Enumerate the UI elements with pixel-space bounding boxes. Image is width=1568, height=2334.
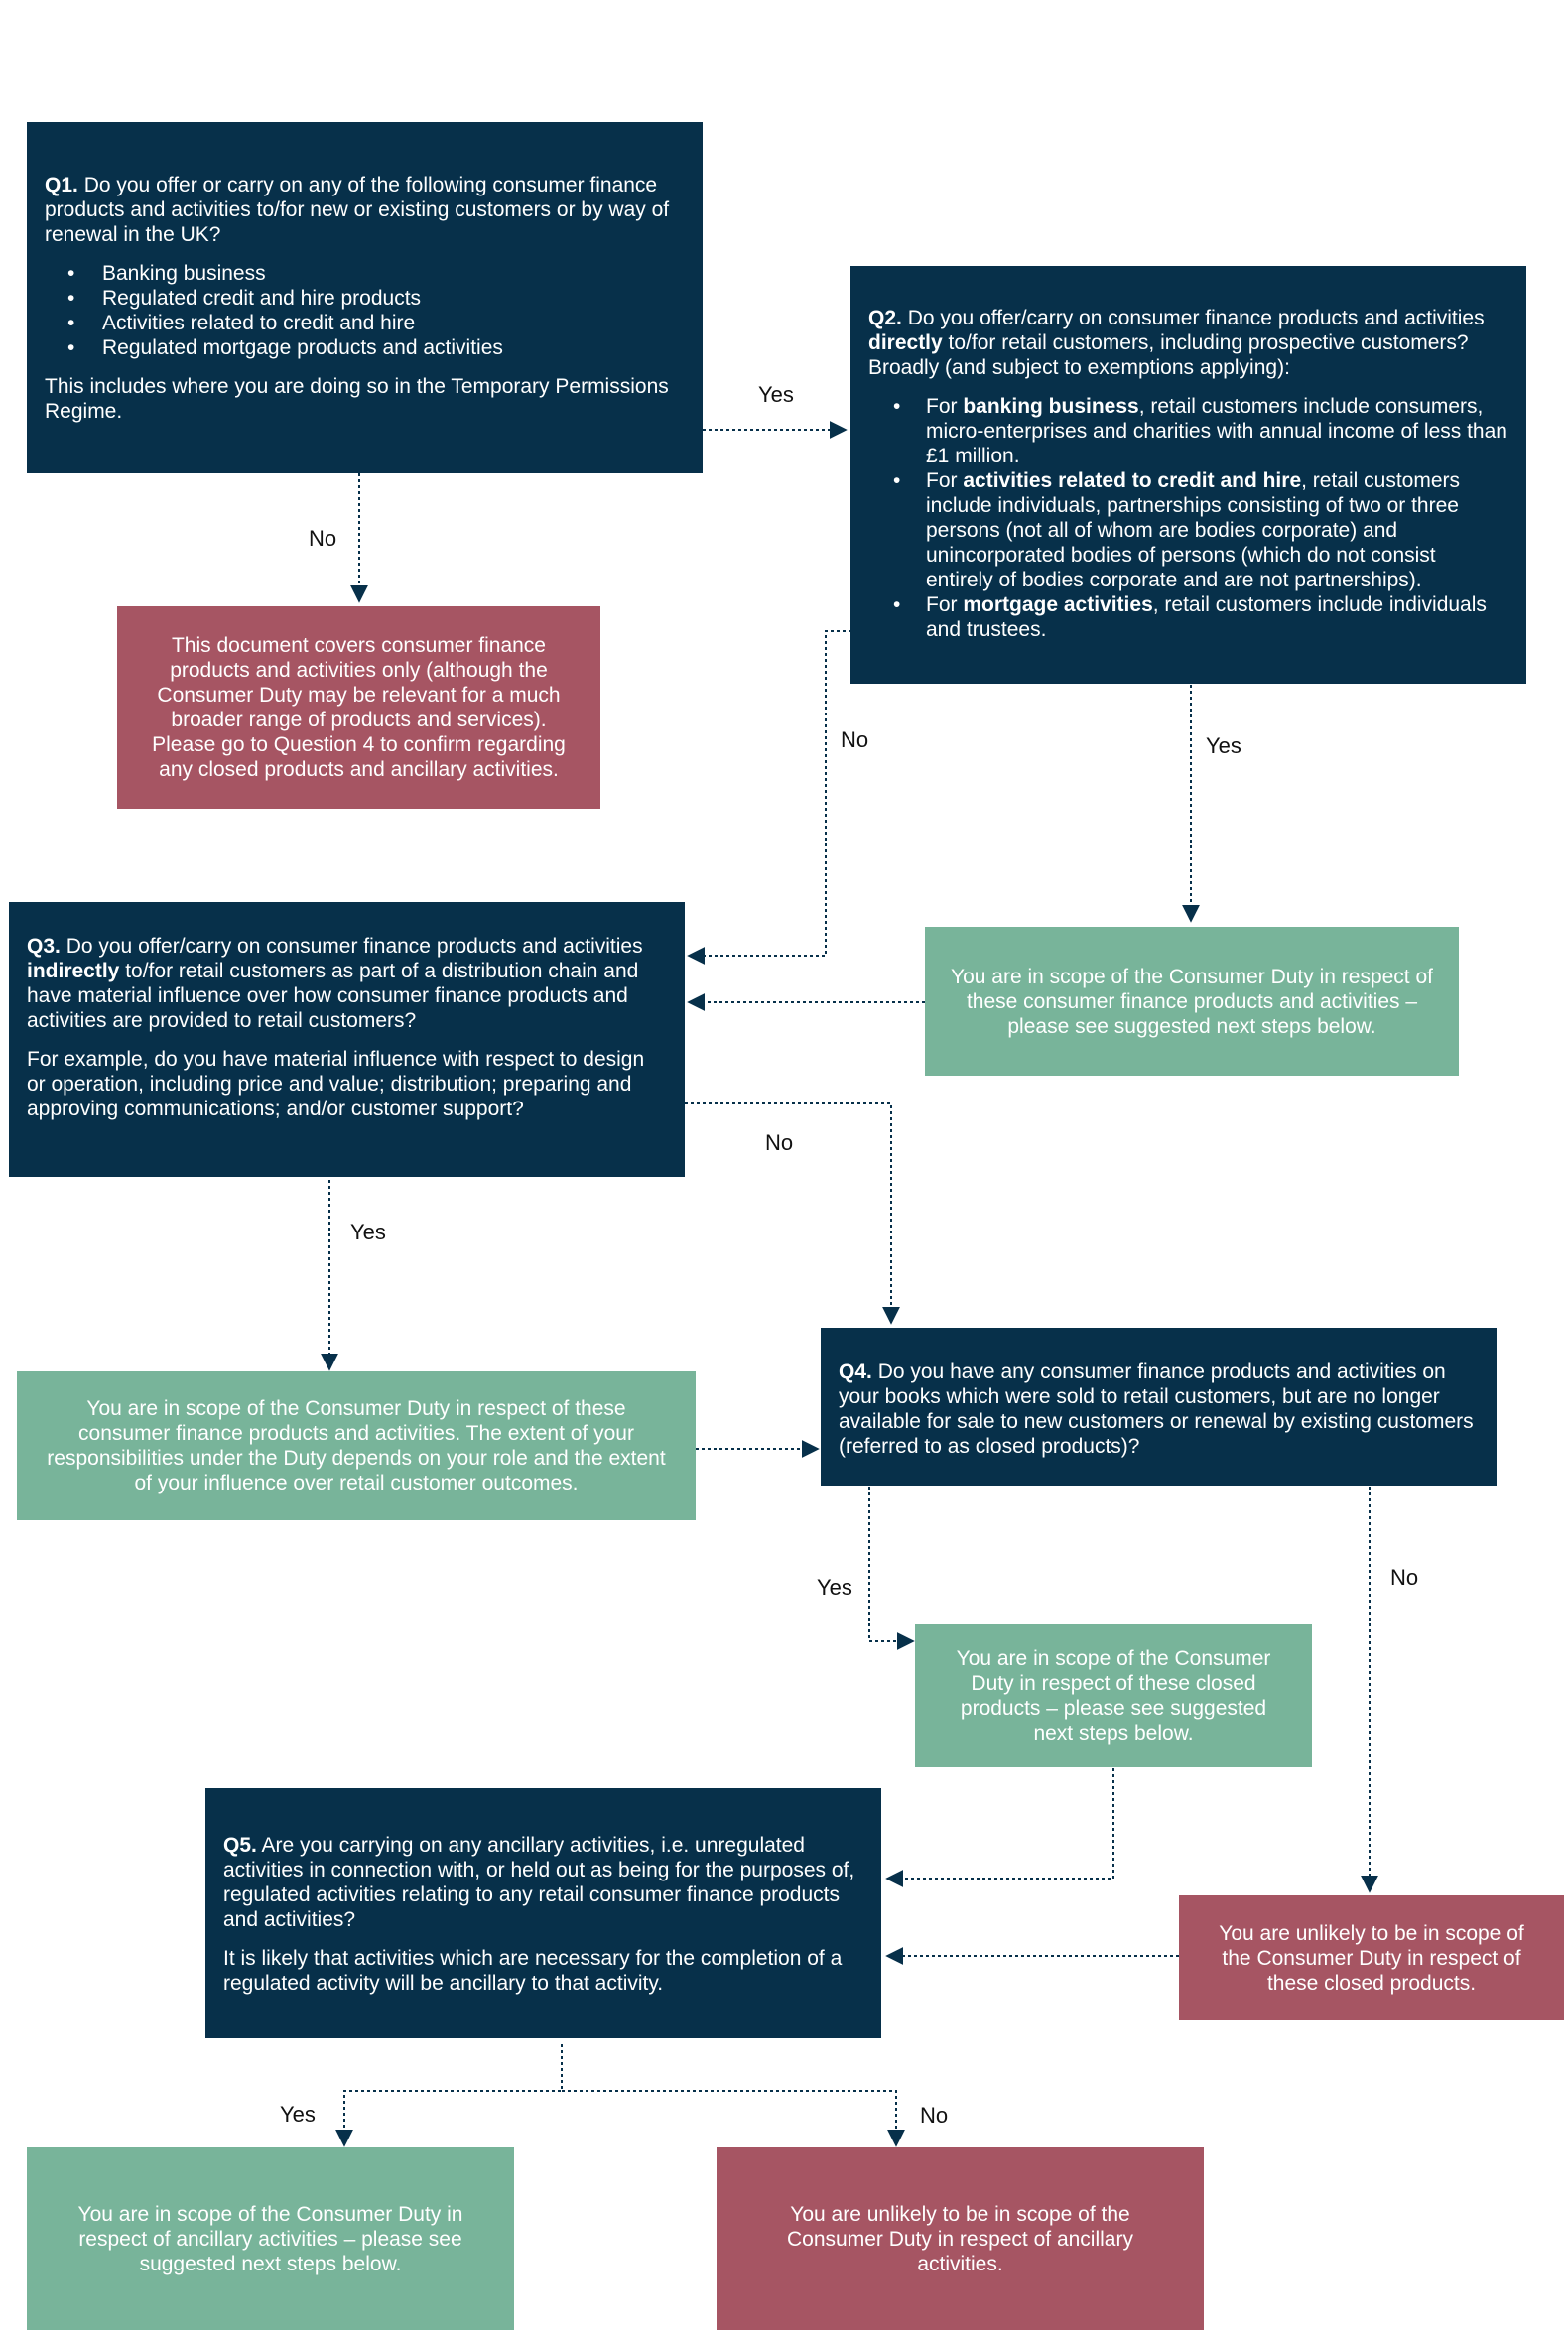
q4-number: Q4. <box>839 1361 872 1383</box>
q2-bullet-3-post: , retail customers include individuals a… <box>926 593 1487 641</box>
q4-no-result: You are unlikely to be in scope of the C… <box>1179 1895 1564 2020</box>
label-q2-yes: Yes <box>1206 733 1241 758</box>
q1-bullet-4: Regulated mortgage products and activiti… <box>67 335 685 360</box>
q4-yes-result: You are in scope of the Consumer Duty in… <box>915 1624 1312 1767</box>
q3-number: Q3. <box>27 935 61 958</box>
q2-yes-result: You are in scope of the Consumer Duty in… <box>925 927 1459 1076</box>
q1-note: This includes where you are doing so in … <box>45 375 669 423</box>
q2-text-b: to/for retail customers, including prosp… <box>868 331 1469 379</box>
q2-bullet-2-bold: activities related to credit and hire <box>963 469 1302 492</box>
q2-bullet-2-pre: For <box>926 469 964 492</box>
q2-bullet-2-post: , retail customers include individuals, … <box>926 469 1461 591</box>
q2-bullet-1-post: , retail customers include consumers, mi… <box>926 395 1507 467</box>
q1-no-result-text: This document covers consumer finance pr… <box>152 634 566 781</box>
q3-note: For example, do you have material influe… <box>27 1048 645 1120</box>
q3-yes-result: You are in scope of the Consumer Duty in… <box>17 1371 696 1520</box>
q2-bullet-1-bold: banking business <box>963 395 1139 418</box>
q2-bullet-3: For mortgage activities, retail customer… <box>893 592 1508 642</box>
q5-no-result-text: You are unlikely to be in scope of the C… <box>787 2202 1133 2275</box>
q1-bullet-3: Activities related to credit and hire <box>67 311 685 335</box>
label-q4-no: No <box>1390 1565 1419 1590</box>
question-q2: Q2. Do you offer/carry on consumer finan… <box>850 266 1526 684</box>
arrow-q5-no <box>562 2090 905 2147</box>
arrow-q4-yes <box>868 1487 915 1650</box>
q1-no-result: This document covers consumer finance pr… <box>117 606 600 809</box>
q3-text-bold: indirectly <box>27 960 120 982</box>
label-q5-yes: Yes <box>280 2102 316 2127</box>
q2-bullet-2: For activities related to credit and hir… <box>893 468 1508 592</box>
q3-yes-result-text: You are in scope of the Consumer Duty in… <box>47 1397 666 1494</box>
label-q4-yes: Yes <box>817 1575 852 1600</box>
q5-text: Are you carrying on any ancillary activi… <box>223 1834 855 1931</box>
label-q3-no: No <box>765 1130 794 1155</box>
q2-bullet-3-bold: mortgage activities <box>963 593 1153 616</box>
q2-bullet-1-pre: For <box>926 395 964 418</box>
label-q2-no: No <box>841 727 869 752</box>
q5-yes-result: You are in scope of the Consumer Duty in… <box>27 2147 514 2330</box>
q5-yes-result-text: You are in scope of the Consumer Duty in… <box>77 2202 463 2275</box>
label-q1-yes: Yes <box>758 382 794 407</box>
q2-text-a: Do you offer/carry on consumer finance p… <box>901 307 1485 329</box>
q5-note: It is likely that activities which are n… <box>223 1947 843 1995</box>
arrow-q4-yes-result-to-q5 <box>885 1768 1114 1887</box>
question-q4: Q4. Do you have any consumer finance pro… <box>821 1328 1497 1486</box>
q1-bullet-list: Banking business Regulated credit and hi… <box>45 261 685 360</box>
label-q1-no: No <box>309 526 337 551</box>
q1-text: Do you offer or carry on any of the foll… <box>45 174 670 246</box>
q5-number: Q5. <box>223 1834 257 1857</box>
label-q5-no: No <box>920 2103 949 2128</box>
q3-text-a: Do you offer/carry on consumer finance p… <box>60 935 643 958</box>
q2-bullet-1: For banking business, retail customers i… <box>893 394 1508 468</box>
q4-no-result-text: You are unlikely to be in scope of the C… <box>1219 1921 1524 1995</box>
q2-text-bold: directly <box>868 331 943 354</box>
q4-yes-result-text: You are in scope of the Consumer Duty in… <box>956 1647 1271 1745</box>
q3-text-b: to/for retail customers as part of a dis… <box>27 960 639 1032</box>
question-q3: Q3. Do you offer/carry on consumer finan… <box>9 902 685 1177</box>
arrow-q3-no <box>685 1102 900 1325</box>
q1-bullet-1: Banking business <box>67 261 685 286</box>
arrow-q2-no <box>687 630 851 965</box>
q2-yes-result-text: You are in scope of the Consumer Duty in… <box>951 965 1433 1038</box>
q1-number: Q1. <box>45 174 78 196</box>
question-q1: Q1. Do you offer or carry on any of the … <box>27 122 703 473</box>
q2-bullet-3-pre: For <box>926 593 964 616</box>
q1-bullet-2: Regulated credit and hire products <box>67 286 685 311</box>
q5-no-result: You are unlikely to be in scope of the C… <box>717 2147 1204 2330</box>
q2-bullet-list: For banking business, retail customers i… <box>868 394 1508 642</box>
question-q5: Q5. Are you carrying on any ancillary ac… <box>205 1788 881 2038</box>
q4-text: Do you have any consumer finance product… <box>839 1361 1474 1458</box>
arrow-q5-yes <box>335 2044 563 2147</box>
q2-number: Q2. <box>868 307 902 329</box>
label-q3-yes: Yes <box>350 1220 386 1244</box>
